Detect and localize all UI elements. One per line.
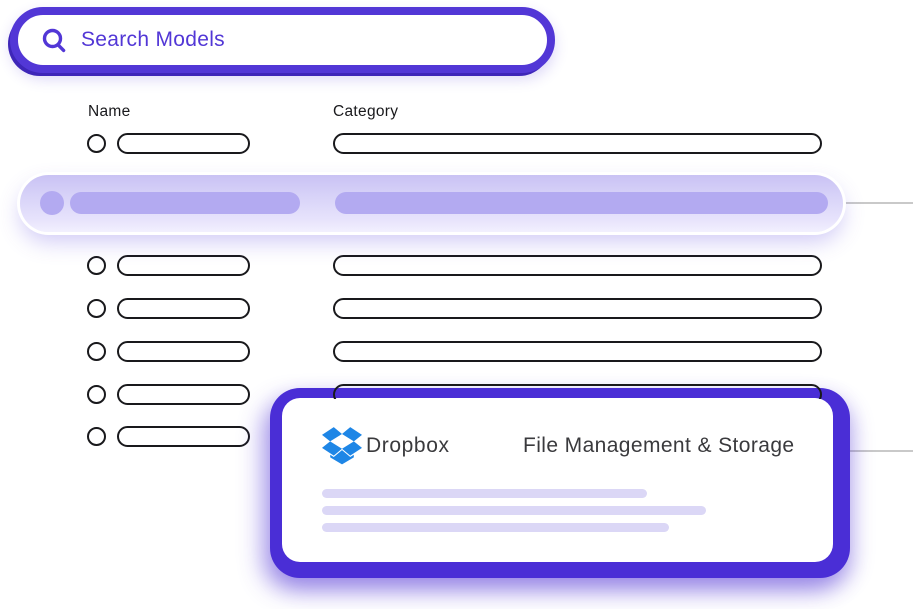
text-placeholder-bar — [322, 489, 647, 498]
radio-button[interactable] — [87, 134, 106, 153]
app-category: File Management & Storage — [523, 434, 795, 457]
connector-line-card — [846, 450, 913, 452]
table-row — [0, 255, 913, 276]
dropbox-logo-icon — [322, 427, 362, 465]
category-placeholder-pill — [333, 298, 822, 319]
name-placeholder-pill — [117, 341, 250, 362]
column-header-category: Category — [333, 103, 399, 120]
radio-button[interactable] — [87, 342, 106, 361]
category-placeholder-pill — [333, 384, 822, 399]
name-placeholder-pill — [117, 298, 250, 319]
selected-radio-placeholder — [40, 191, 64, 215]
card-surface: Dropbox File Management & Storage — [282, 398, 833, 562]
category-placeholder-pill — [333, 255, 822, 276]
app-detail-card: Dropbox File Management & Storage — [270, 388, 850, 578]
name-placeholder-pill — [117, 133, 250, 154]
name-placeholder-pill — [117, 426, 250, 447]
search-bar[interactable] — [10, 7, 555, 73]
text-placeholder-bar — [322, 523, 669, 532]
radio-button[interactable] — [87, 256, 106, 275]
search-input[interactable] — [81, 28, 547, 52]
selected-row[interactable] — [20, 175, 843, 232]
table-row — [0, 298, 913, 319]
column-header-name: Name — [88, 103, 131, 120]
table-row — [0, 384, 913, 405]
table-row — [0, 341, 913, 362]
app-name: Dropbox — [366, 434, 450, 457]
table-row-partial-clip — [333, 384, 822, 399]
connector-line-selected-row — [845, 202, 913, 204]
search-icon — [42, 28, 66, 52]
table-row — [0, 133, 913, 154]
category-placeholder-pill — [333, 341, 822, 362]
radio-button[interactable] — [87, 299, 106, 318]
name-placeholder-pill — [117, 384, 250, 405]
text-placeholder-bar — [322, 506, 706, 515]
name-placeholder-pill — [117, 255, 250, 276]
category-placeholder-pill — [333, 133, 822, 154]
radio-button[interactable] — [87, 427, 106, 446]
radio-button[interactable] — [87, 385, 106, 404]
selected-name-placeholder — [70, 192, 300, 214]
selected-category-placeholder — [335, 192, 828, 214]
